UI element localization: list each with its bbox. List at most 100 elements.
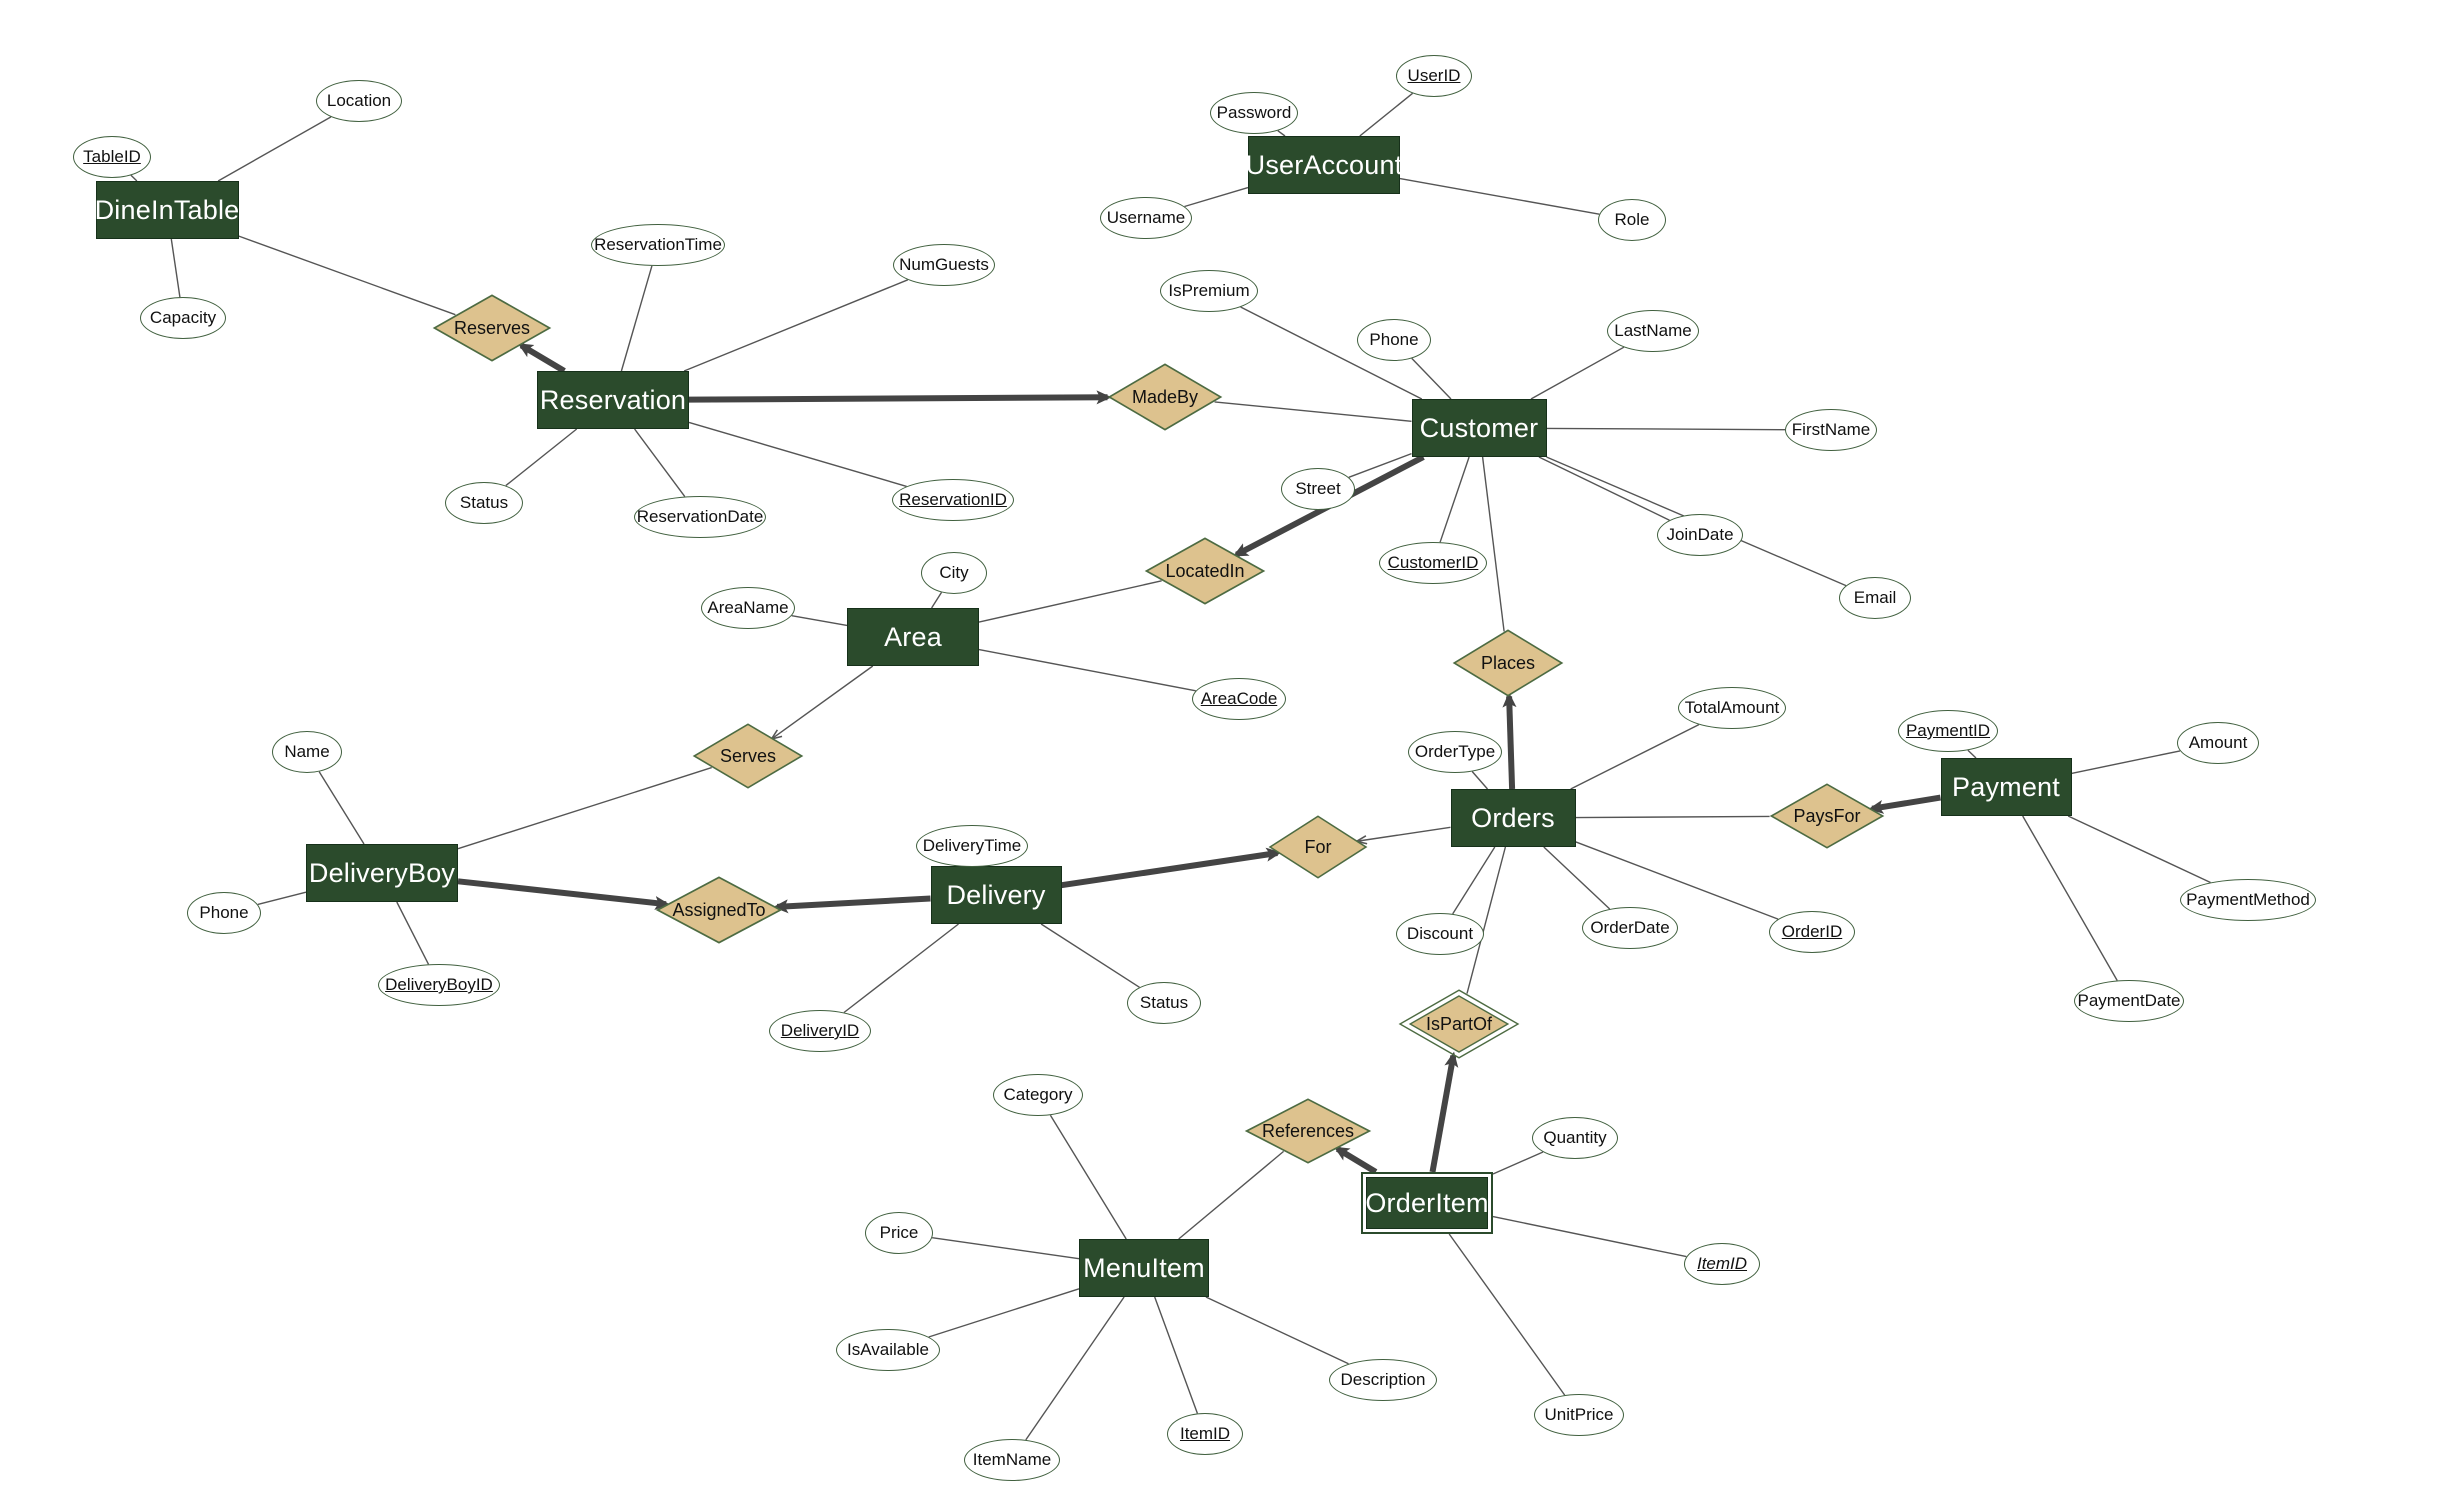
entity-label: MenuItem <box>1083 1252 1205 1283</box>
attribute-description[interactable]: Description <box>1329 1359 1437 1401</box>
edge-reservationdate-to-reservation <box>634 428 686 498</box>
relationship-serves[interactable]: Serves <box>692 723 804 789</box>
attribute-paymentdate[interactable]: PaymentDate <box>2074 980 2184 1022</box>
edge-price-to-menuitem <box>932 1237 1080 1260</box>
attribute-ordertype[interactable]: OrderType <box>1408 731 1502 773</box>
attribute-firstname[interactable]: FirstName <box>1785 409 1877 451</box>
relationship-reserves[interactable]: Reserves <box>432 294 552 362</box>
attribute-reservationdate[interactable]: ReservationDate <box>634 496 766 538</box>
attribute-label: Role <box>1614 210 1650 230</box>
attribute-quantity[interactable]: Quantity <box>1532 1117 1618 1159</box>
attribute-price[interactable]: Price <box>865 1212 933 1254</box>
attribute-label: Email <box>1853 588 1897 608</box>
attribute-label: TotalAmount <box>1684 698 1780 718</box>
attribute-capacity[interactable]: Capacity <box>140 297 226 339</box>
attribute-name_db[interactable]: Name <box>272 731 342 773</box>
relationship-paysfor[interactable]: PaysFor <box>1769 783 1885 849</box>
attribute-discount[interactable]: Discount <box>1396 913 1484 955</box>
diamond-shape <box>1769 783 1885 849</box>
relationship-ispartof[interactable]: IsPartOf <box>1398 989 1520 1059</box>
attribute-password[interactable]: Password <box>1210 92 1298 134</box>
edge-delivery-to-for <box>1061 853 1278 889</box>
relationship-madeby[interactable]: MadeBy <box>1107 363 1223 431</box>
attribute-totalamount[interactable]: TotalAmount <box>1678 687 1786 729</box>
entity-label: Area <box>884 621 942 652</box>
attribute-userid[interactable]: UserID <box>1396 55 1472 97</box>
attribute-orderid[interactable]: OrderID <box>1769 911 1855 953</box>
attribute-paymentid[interactable]: PaymentID <box>1898 710 1998 752</box>
entity-menuitem[interactable]: MenuItem <box>1079 1239 1209 1297</box>
entity-customer[interactable]: Customer <box>1411 399 1547 457</box>
attribute-location[interactable]: Location <box>316 80 402 122</box>
edge-joindate-to-customer <box>1538 456 1670 521</box>
attribute-label: Discount <box>1406 924 1474 944</box>
attribute-city[interactable]: City <box>921 552 987 594</box>
entity-reservation[interactable]: Reservation <box>537 371 689 429</box>
attribute-itemname[interactable]: ItemName <box>964 1439 1060 1481</box>
attribute-lastname[interactable]: LastName <box>1607 310 1699 352</box>
relationship-for[interactable]: For <box>1268 815 1368 879</box>
attribute-orderdate[interactable]: OrderDate <box>1582 907 1678 949</box>
attribute-label: Amount <box>2188 733 2248 753</box>
entity-delivery[interactable]: Delivery <box>930 866 1062 924</box>
attribute-deliverytime[interactable]: DeliveryTime <box>916 825 1028 867</box>
attribute-numguests[interactable]: NumGuests <box>893 244 995 286</box>
edge-orders-to-paysfor <box>1575 815 1770 819</box>
attribute-itemid_mi[interactable]: ItemID <box>1167 1413 1243 1455</box>
attribute-label: DeliveryBoyID <box>385 975 493 995</box>
relationship-assignedto[interactable]: AssignedTo <box>655 876 783 944</box>
attribute-status_del[interactable]: Status <box>1127 982 1201 1024</box>
attribute-customerid[interactable]: CustomerID <box>1379 542 1487 584</box>
attribute-joindate[interactable]: JoinDate <box>1657 514 1743 556</box>
attribute-paymentmethod[interactable]: PaymentMethod <box>2180 879 2316 921</box>
attribute-phone_db[interactable]: Phone <box>187 892 261 934</box>
edge-deliveryboy-to-assignedto <box>457 878 666 904</box>
entity-orders[interactable]: Orders <box>1450 789 1576 847</box>
edge-reservationtime-to-reservation <box>620 265 653 372</box>
entity-orderitem[interactable]: OrderItem <box>1361 1172 1493 1234</box>
attribute-street[interactable]: Street <box>1281 468 1355 510</box>
attribute-deliveryid[interactable]: DeliveryID <box>769 1010 871 1052</box>
attribute-tableid[interactable]: TableID <box>73 136 151 178</box>
entity-label: Customer <box>1419 412 1539 443</box>
attribute-username[interactable]: Username <box>1100 197 1192 239</box>
entity-area[interactable]: Area <box>847 608 979 666</box>
attribute-unitprice[interactable]: UnitPrice <box>1534 1394 1624 1436</box>
attribute-label: PaymentMethod <box>2186 890 2310 910</box>
attribute-phone_cust[interactable]: Phone <box>1357 319 1431 361</box>
edge-orderitem-to-references <box>1337 1146 1378 1175</box>
entity-dineintable[interactable]: DineInTable <box>95 181 239 239</box>
attribute-label: JoinDate <box>1666 525 1734 545</box>
attribute-itemid_oi[interactable]: ItemID <box>1684 1243 1760 1285</box>
edge-street-to-customer <box>1348 452 1412 478</box>
entity-deliveryboy[interactable]: DeliveryBoy <box>306 844 458 902</box>
attribute-deliveryboyid[interactable]: DeliveryBoyID <box>378 964 500 1006</box>
relationship-locatedin[interactable]: LocatedIn <box>1144 537 1266 605</box>
edge-userid-to-useraccount <box>1359 92 1414 137</box>
attribute-isavailable[interactable]: IsAvailable <box>836 1329 940 1371</box>
entity-payment[interactable]: Payment <box>1940 758 2072 816</box>
attribute-areacode[interactable]: AreaCode <box>1192 678 1286 720</box>
attribute-ispremium[interactable]: IsPremium <box>1160 270 1258 312</box>
edge-name_db-to-deliveryboy <box>318 771 365 845</box>
attribute-email[interactable]: Email <box>1839 577 1911 619</box>
relationship-label: IsPartOf <box>1425 1013 1492 1034</box>
edge-status_res-to-reservation <box>505 428 578 487</box>
relationship-places[interactable]: Places <box>1452 629 1564 697</box>
edge-tableid-to-dineintable <box>130 174 138 182</box>
edge-unitprice-to-orderitem <box>1448 1233 1566 1396</box>
relationship-references[interactable]: References <box>1244 1098 1372 1164</box>
attribute-areaname[interactable]: AreaName <box>701 587 795 629</box>
entity-useraccount[interactable]: UserAccount <box>1245 136 1403 194</box>
attribute-reservationid[interactable]: ReservationID <box>892 479 1014 521</box>
relationship-label: LocatedIn <box>1165 560 1245 581</box>
entity-label: UserAccount <box>1245 149 1403 180</box>
attribute-reservationtime[interactable]: ReservationTime <box>591 224 725 266</box>
diamond-shape <box>692 723 804 789</box>
attribute-category[interactable]: Category <box>993 1074 1083 1116</box>
attribute-amount[interactable]: Amount <box>2177 722 2259 764</box>
attribute-status_res[interactable]: Status <box>445 482 523 524</box>
attribute-label: Status <box>1139 993 1189 1013</box>
attribute-role[interactable]: Role <box>1598 199 1666 241</box>
edge-reservationid-to-reservation <box>688 421 907 488</box>
